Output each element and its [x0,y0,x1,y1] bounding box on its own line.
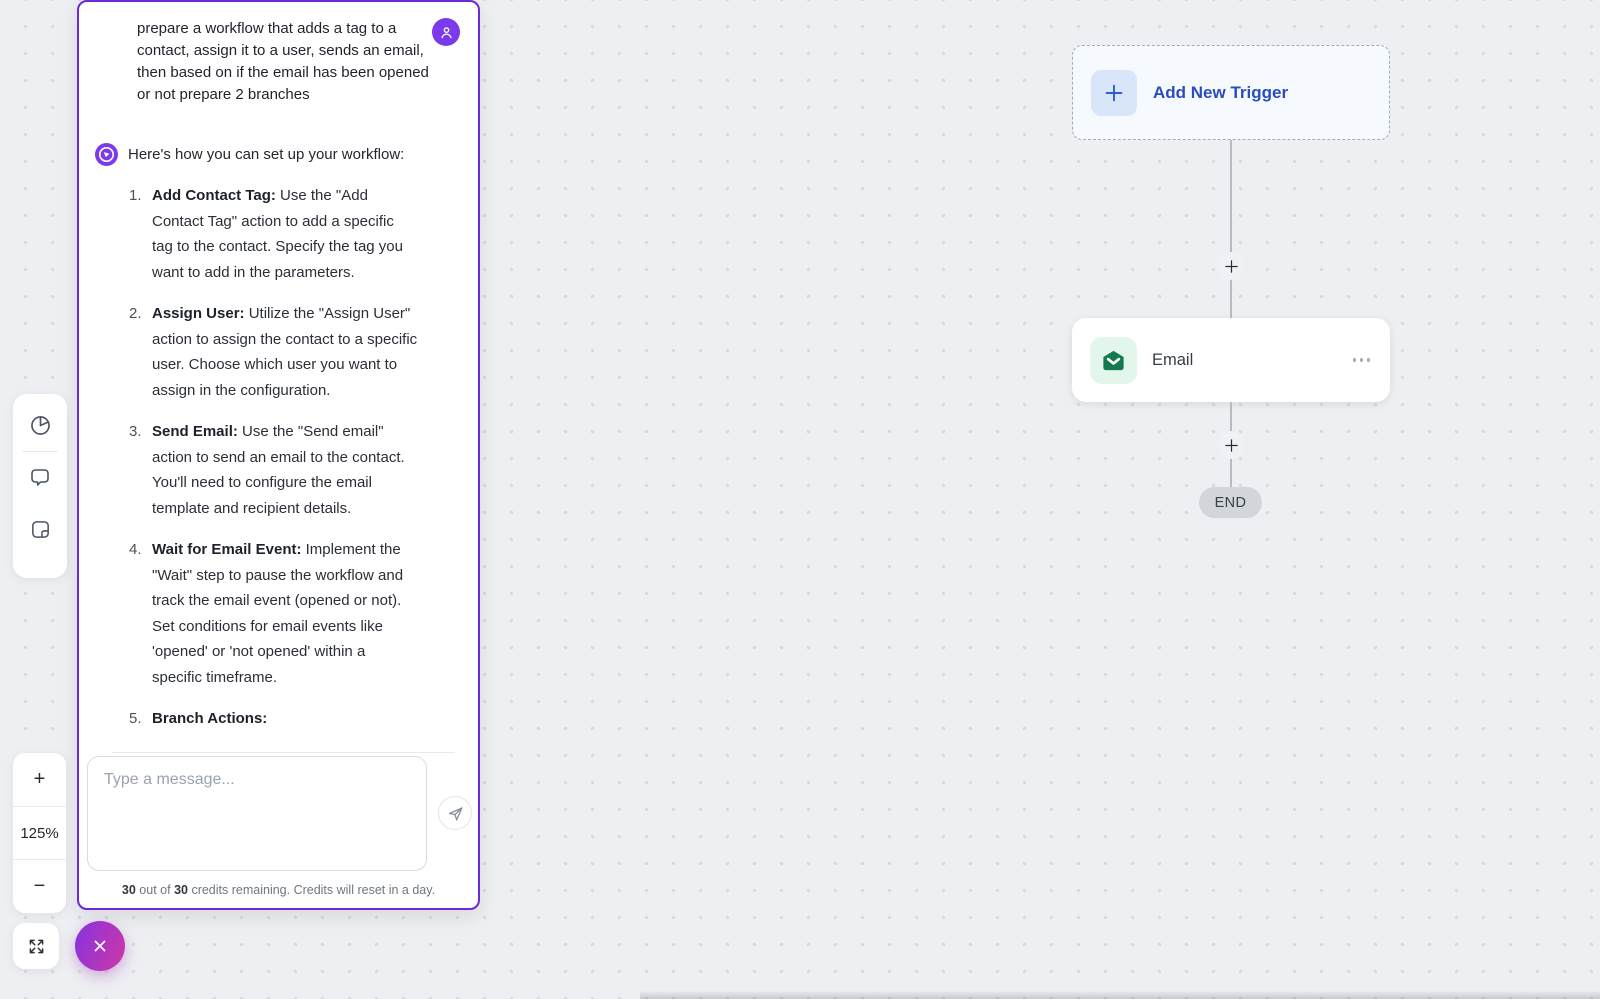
email-node-label: Email [1152,351,1193,370]
send-button[interactable] [438,796,472,830]
workflow-steps-list: 1. Add Contact Tag: Use the "Add Contact… [129,183,456,732]
chat-bubble-icon [28,466,52,490]
user-message-text: prepare a workflow that adds a tag to a … [137,18,432,106]
message-input[interactable] [87,756,427,871]
list-item: 3. Send Email: Use the "Send email" acti… [129,419,456,521]
user-message: prepare a workflow that adds a tag to a … [95,18,460,106]
fit-view-button[interactable] [13,923,59,969]
divider [22,451,58,452]
plus-icon [1091,70,1137,116]
dot-icon [1360,358,1364,362]
chat-button[interactable] [26,464,54,492]
workflow-end-marker: END [1199,487,1262,518]
dot-icon [1353,358,1357,362]
user-avatar-icon [432,18,460,46]
add-new-trigger-button[interactable]: Add New Trigger [1072,45,1390,140]
dot-icon [1367,358,1371,362]
close-chat-button[interactable] [75,921,125,971]
expand-icon [26,936,47,957]
divider [112,752,455,753]
notebook-icon [29,518,52,541]
analytics-button[interactable] [26,411,54,439]
list-item: 4. Wait for Email Event: Implement the "… [129,537,456,690]
canvas-bottom-shadow [640,990,1600,999]
side-toolbar [13,394,67,578]
email-icon [1090,337,1137,384]
chat-input-row [87,755,472,871]
credits-total: 30 [174,883,188,897]
notes-button[interactable] [26,515,54,543]
add-new-trigger-label: Add New Trigger [1153,83,1288,103]
email-node[interactable]: Email [1072,318,1390,402]
assistant-avatar-icon [95,143,118,166]
list-item: 1. Add Contact Tag: Use the "Add Contact… [129,183,456,285]
zoom-controls: + 125% − [13,753,66,913]
node-menu-button[interactable] [1353,352,1371,368]
zoom-level-indicator[interactable]: 125% [13,806,66,860]
ai-chat-panel: prepare a workflow that adds a tag to a … [77,0,480,910]
connector-line [1230,140,1232,318]
zoom-out-button[interactable]: − [13,859,66,913]
pie-chart-icon [28,413,53,438]
credits-status: 30 out of 30 credits remaining. Credits … [79,883,478,897]
add-step-button[interactable] [1217,431,1245,459]
send-icon [446,804,465,823]
zoom-in-button[interactable]: + [13,753,66,806]
chat-message-list[interactable]: prepare a workflow that adds a tag to a … [79,2,478,746]
assistant-intro-text: Here's how you can set up your workflow: [128,146,404,163]
assistant-message: Here's how you can set up your workflow: [95,143,460,166]
add-step-button[interactable] [1217,252,1245,280]
list-item: 5. Branch Actions: [129,706,456,732]
list-item: 2. Assign User: Utilize the "Assign User… [129,301,456,403]
credits-remaining: 30 [122,883,136,897]
close-icon [91,937,109,955]
